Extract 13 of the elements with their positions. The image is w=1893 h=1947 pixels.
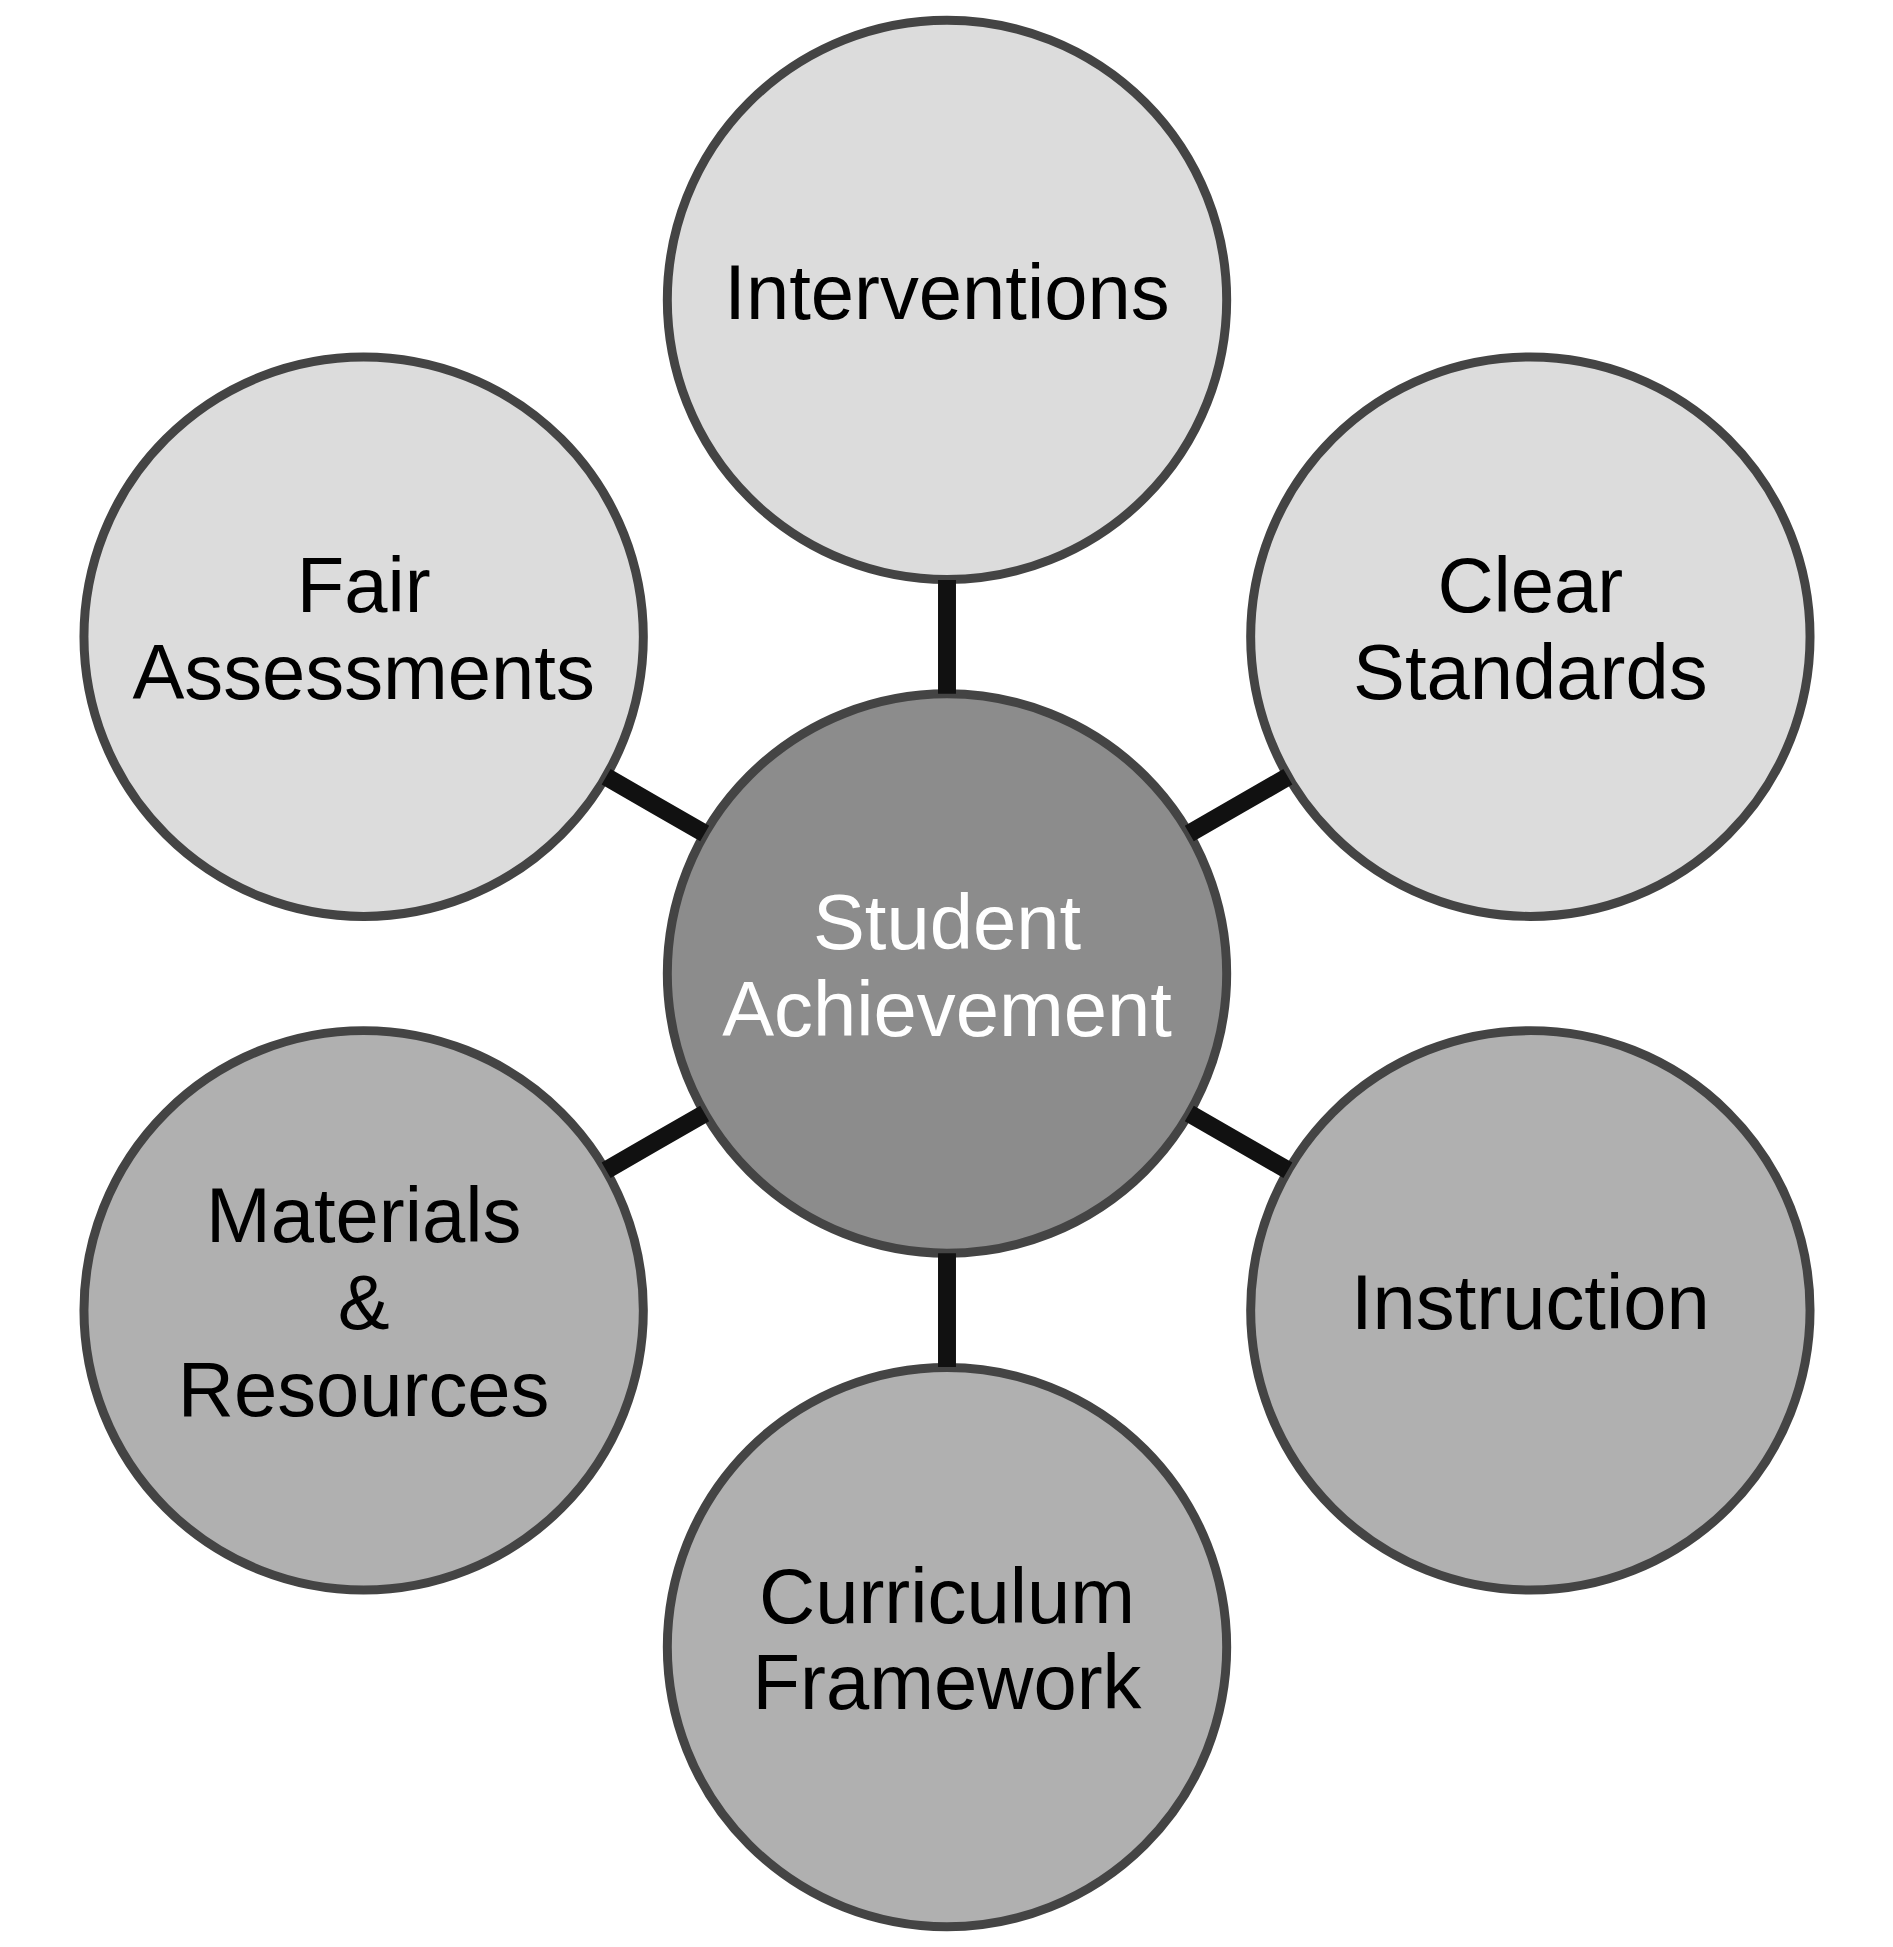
- connector: [937, 1253, 956, 1368]
- connector: [937, 579, 956, 694]
- node-circle: Fair Assessments: [78, 352, 648, 921]
- node-circle: Materials & Resources: [78, 1026, 648, 1595]
- connector: [1184, 1105, 1292, 1179]
- node-circle: Student Achievement: [662, 689, 1231, 1258]
- node-circle: Interventions: [662, 15, 1231, 585]
- node-circle: Instruction: [1245, 1026, 1815, 1595]
- connector: [1184, 768, 1292, 842]
- node-circle: Curriculum Framework: [662, 1362, 1231, 1932]
- connector: [601, 1105, 709, 1179]
- connector: [601, 768, 709, 842]
- node-circle: Clear Standards: [1245, 352, 1815, 921]
